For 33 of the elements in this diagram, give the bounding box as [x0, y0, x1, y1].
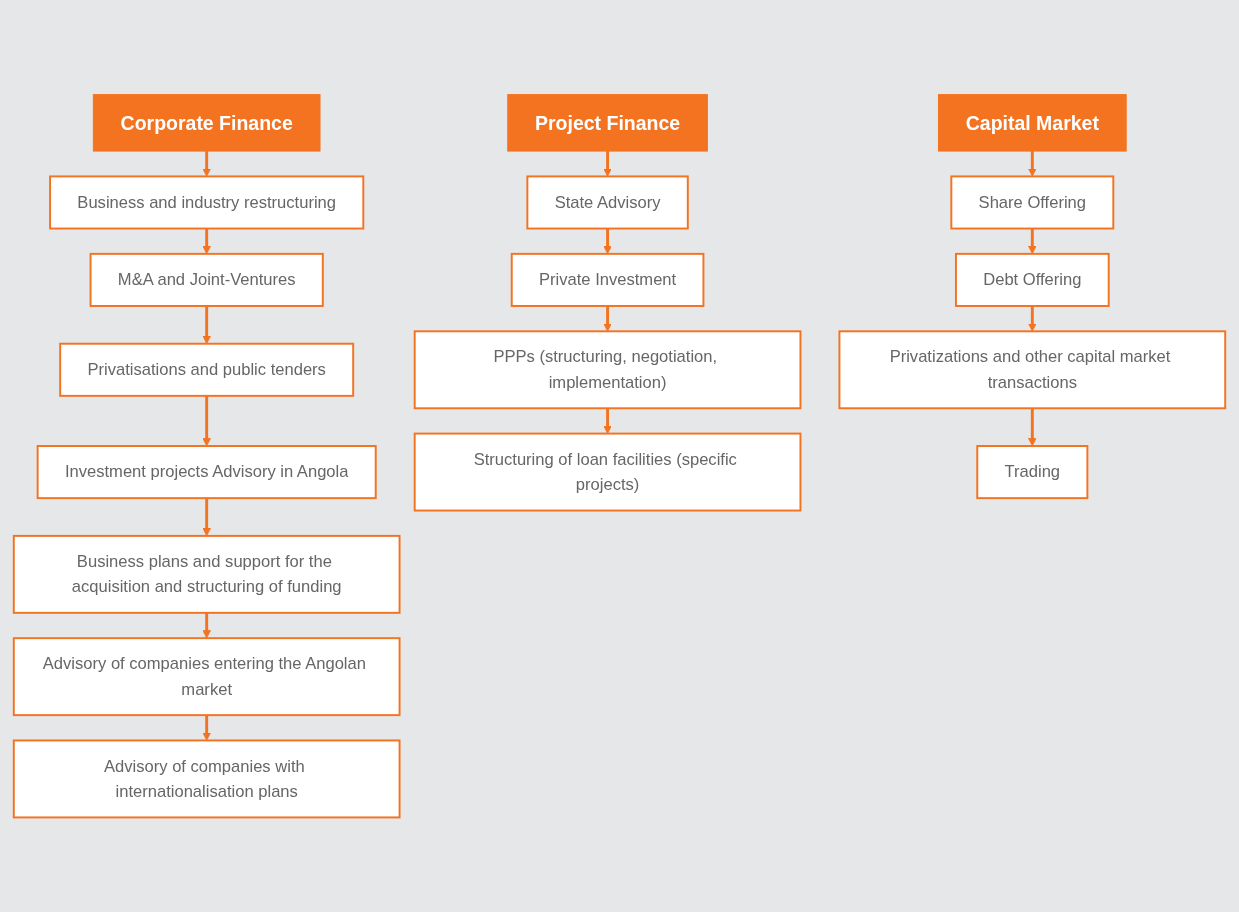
node-box: Business and industry restructuring: [49, 175, 365, 230]
node-box: Structuring of loan facilities (specific projects): [413, 432, 802, 512]
arrow: [202, 612, 211, 639]
arrow: [1028, 228, 1037, 255]
node-box: Trading: [976, 445, 1089, 500]
node-box: Corporate Finance: [92, 94, 321, 152]
node-box: Private Investment: [510, 252, 705, 307]
node-box: Privatizations and other capital market transactions: [838, 330, 1227, 410]
arrow: [1028, 306, 1037, 332]
node-box: Project Finance: [507, 94, 708, 152]
arrow: [202, 228, 211, 255]
node-box: Investment projects Advisory in Angola: [36, 445, 377, 500]
node-box: Advisory of companies entering the Angolan market: [12, 637, 401, 717]
arrow: [202, 715, 211, 741]
node-box: M&A and Joint-Ventures: [89, 252, 324, 307]
arrow: [202, 498, 211, 537]
arrow: [202, 395, 211, 447]
node-box: Advisory of companies with internationalisation plans: [12, 739, 401, 819]
arrow: [202, 306, 211, 345]
arrow: [1028, 151, 1037, 177]
node-box: Business plans and support for the acquisition and structuring of funding: [12, 534, 401, 614]
arrow: [603, 228, 612, 255]
arrow: [1028, 408, 1037, 447]
node-box: PPPs (structuring, negotiation, implementation): [413, 330, 802, 410]
arrow: [603, 306, 612, 332]
node-box: Debt Offering: [954, 252, 1110, 307]
arrow: [603, 151, 612, 177]
node-box: State Advisory: [526, 175, 689, 230]
arrow: [202, 151, 211, 177]
node-box: Privatisations and public tenders: [59, 342, 355, 397]
node-box: Share Offering: [950, 175, 1115, 230]
arrow: [603, 408, 612, 434]
node-box: Capital Market: [937, 94, 1127, 152]
